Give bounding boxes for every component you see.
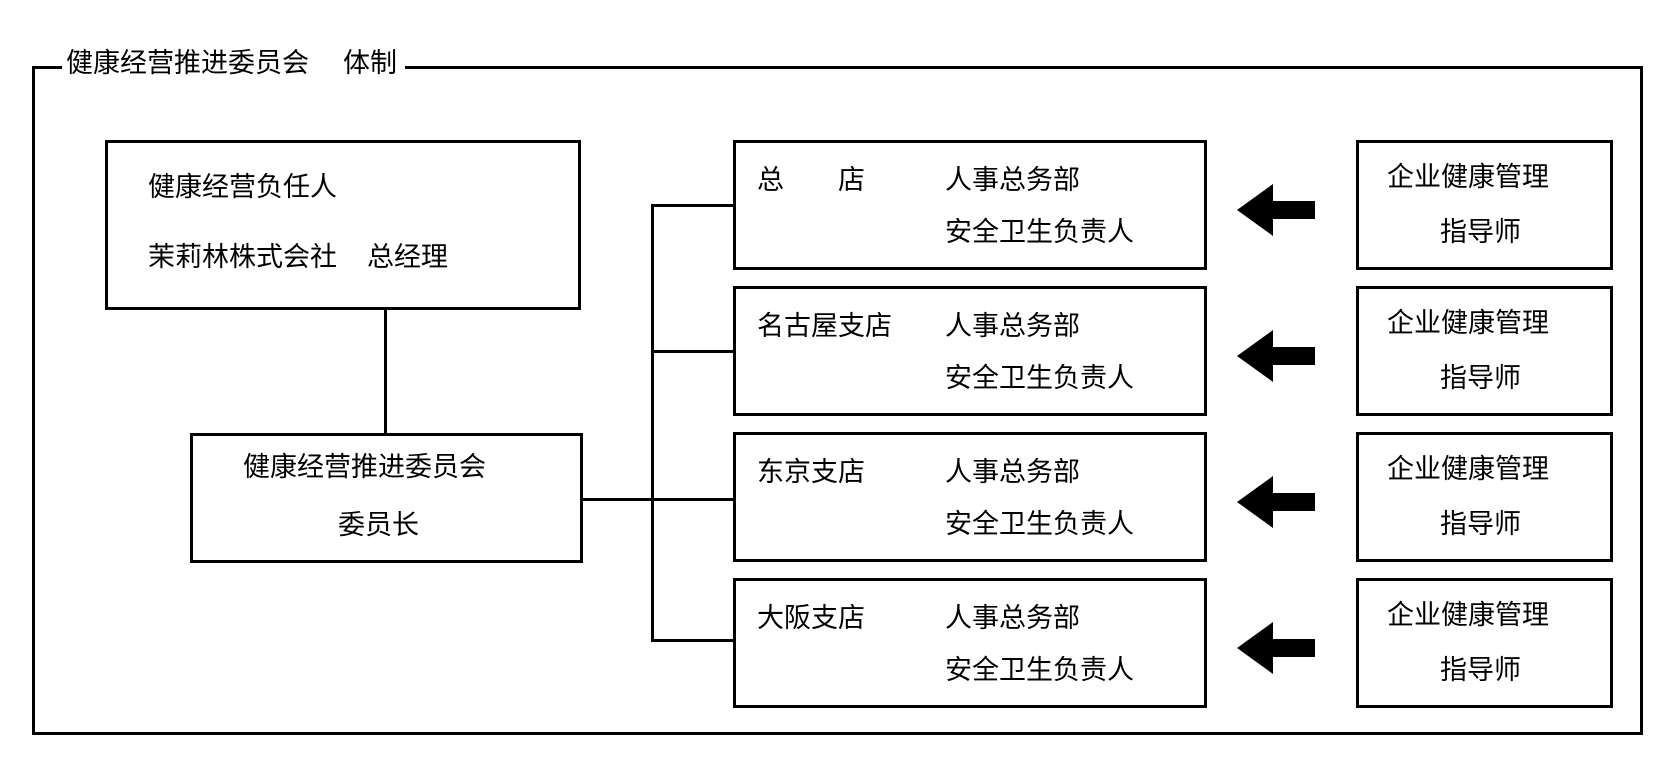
committee-role: 委员长 — [338, 510, 419, 541]
branch-name: 大阪支店 — [757, 603, 865, 634]
connector-branch-2 — [651, 350, 733, 353]
advisor-line2: 指导师 — [1440, 363, 1521, 394]
advisor-line1: 企业健康管理 — [1387, 308, 1549, 339]
connector-spine — [651, 204, 654, 642]
connector-branch-1 — [651, 204, 733, 207]
branch-name: 名古屋支店 — [757, 311, 892, 342]
branch-officer: 安全卫生负责人 — [945, 363, 1134, 394]
system-frame — [32, 66, 1643, 735]
advisor-line1: 企业健康管理 — [1387, 454, 1549, 485]
branch-dept: 人事总务部 — [945, 457, 1080, 488]
advisor-line1: 企业健康管理 — [1387, 162, 1549, 193]
branch-dept: 人事总务部 — [945, 603, 1080, 634]
company-name: 茉莉林株式会社 — [148, 242, 337, 273]
branch-name: 总 店 — [757, 165, 865, 196]
branch-dept: 人事总务部 — [945, 165, 1080, 196]
frame-title: 健康经营推进委员会 体制 — [62, 44, 405, 84]
committee-box — [190, 433, 583, 563]
title-text: 健康经营推进委员会 — [66, 48, 309, 79]
left-arrow-icon — [1237, 184, 1315, 236]
advisor-line2: 指导师 — [1440, 217, 1521, 248]
branch-box — [733, 286, 1207, 416]
advisor-box — [1356, 140, 1613, 270]
left-arrow-icon — [1237, 622, 1315, 674]
advisor-box — [1356, 432, 1613, 562]
title-suffix: 体制 — [343, 48, 397, 79]
connector-branch-4 — [651, 639, 733, 642]
branch-box — [733, 140, 1207, 270]
advisor-line1: 企业健康管理 — [1387, 600, 1549, 631]
connector-vertical-top — [384, 310, 387, 434]
advisor-box — [1356, 286, 1613, 416]
connector-committee-to-spine — [583, 498, 733, 501]
branch-officer: 安全卫生负责人 — [945, 655, 1134, 686]
advisor-box — [1356, 578, 1613, 708]
left-arrow-icon — [1237, 476, 1315, 528]
branch-box — [733, 578, 1207, 708]
branch-officer: 安全卫生负责人 — [945, 509, 1134, 540]
responsible-person: 茉莉林株式会社总经理 — [148, 240, 448, 276]
branch-box — [733, 432, 1207, 562]
responsible-role: 健康经营负任人 — [148, 172, 337, 203]
branch-name: 东京支店 — [757, 457, 865, 488]
left-arrow-icon — [1237, 330, 1315, 382]
advisor-line2: 指导师 — [1440, 509, 1521, 540]
company-title: 总经理 — [367, 242, 448, 273]
responsible-box — [105, 140, 581, 310]
branch-officer: 安全卫生负责人 — [945, 217, 1134, 248]
branch-dept: 人事总务部 — [945, 311, 1080, 342]
advisor-line2: 指导师 — [1440, 655, 1521, 686]
committee-name: 健康经营推进委员会 — [243, 452, 486, 483]
